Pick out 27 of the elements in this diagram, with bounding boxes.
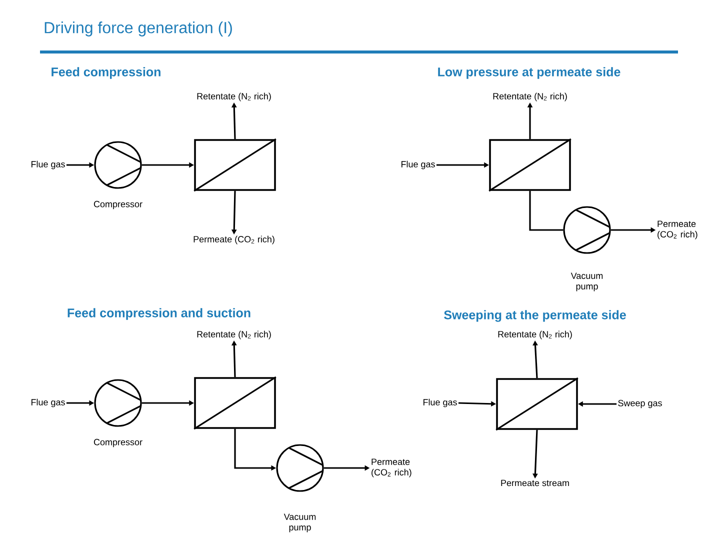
stream-label: Permeate stream <box>501 480 569 486</box>
stream-label: Retentate (N$_{2}$ rich) <box>197 92 271 102</box>
equipment-label: Compressor <box>94 200 142 210</box>
membrane-module <box>194 376 276 430</box>
stream-label: Permeate (CO$_{2}$ rich) <box>194 236 274 244</box>
section-heading: Sweeping at the permeate side <box>444 310 626 322</box>
stream-label: Flue gas <box>31 398 65 408</box>
stream-label: Flue gas <box>401 160 435 170</box>
membrane-module <box>488 138 572 192</box>
section-heading: Low pressure at permeate side <box>438 67 620 79</box>
section-heading: Feed compression and suction <box>68 308 250 320</box>
stream-label: Flue gas <box>31 160 65 170</box>
stream-label: Retentate (N$_{2}$ rich) <box>498 330 572 340</box>
stream-label: Sweep gas <box>618 400 662 408</box>
equipment-label: Vacuum pump <box>570 272 603 292</box>
title: Driving force generation (I) <box>44 22 232 36</box>
equipment-label: Compressor <box>94 438 142 448</box>
section-heading: Feed compression <box>52 67 160 79</box>
stream-label: Flue gas <box>423 398 457 408</box>
membrane-module <box>194 138 276 192</box>
equipment-label: Vacuum pump <box>284 514 316 532</box>
stream-label: Permeate (CO$_{2}$ rich) <box>372 458 412 478</box>
arrow <box>529 190 564 231</box>
membrane-module <box>496 377 578 431</box>
stream-label: Retentate (N$_{2}$ rich) <box>197 330 271 340</box>
stream-label: Permeate (CO$_{2}$ rich) <box>658 220 698 240</box>
stream-label: Retentate (N$_{2}$ rich) <box>493 92 567 102</box>
